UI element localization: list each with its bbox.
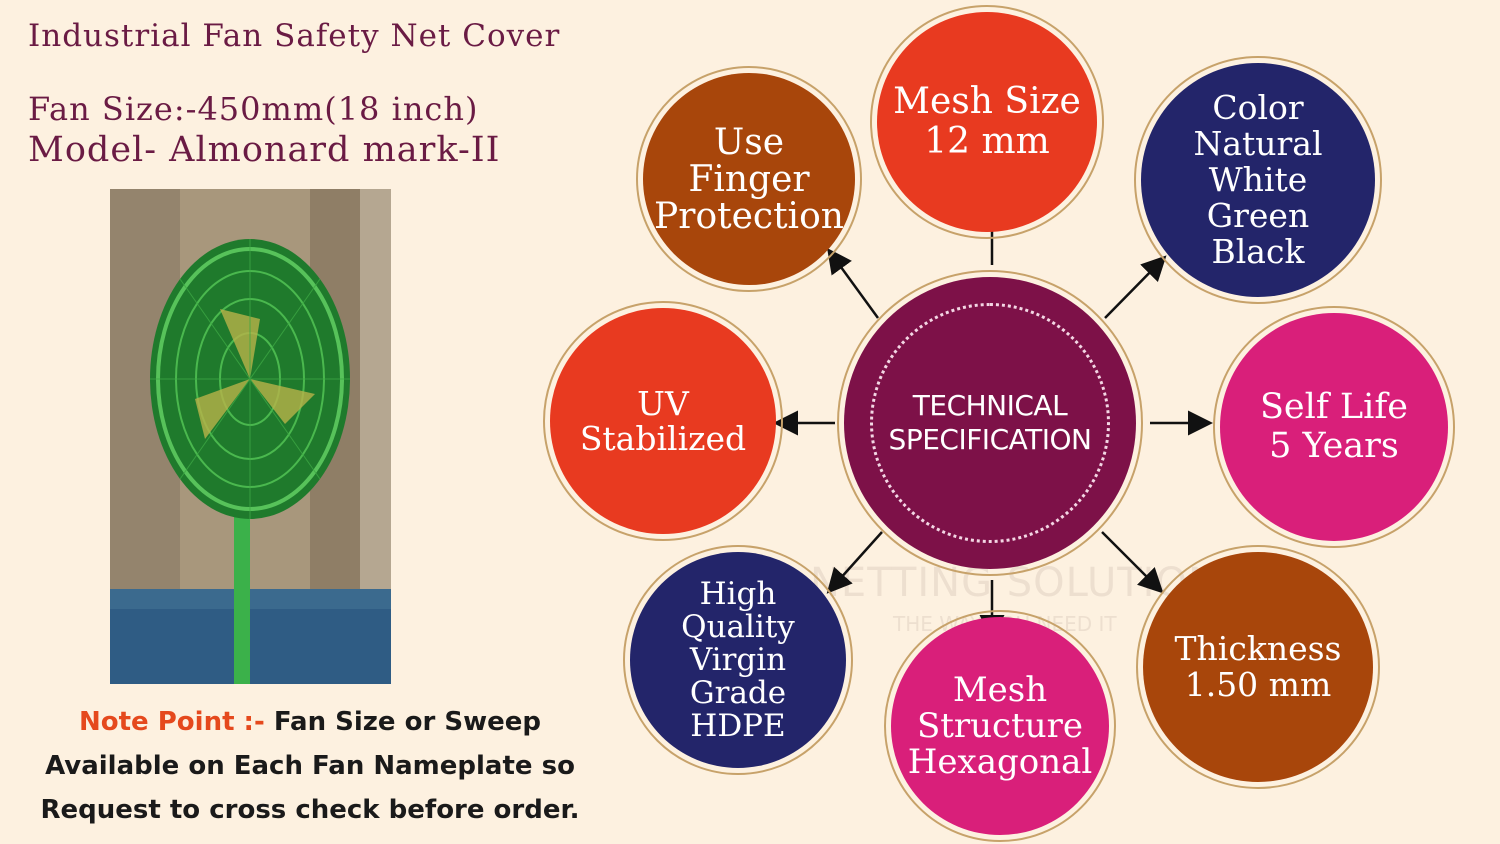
technical-specification-hub: TECHNICAL SPECIFICATION — [837, 270, 1143, 576]
spec-bubble-mesh-size: Mesh Size 12 mm — [870, 5, 1104, 239]
note-label: Note Point :- — [79, 707, 265, 737]
spec-bubble-finger-protection: Use Finger Protection — [636, 66, 862, 292]
arrow-thickness — [1101, 531, 1164, 594]
spec-bubble-mesh-structure: Mesh Structure Hexagonal — [884, 610, 1116, 842]
arrow-color — [1104, 255, 1167, 319]
spec-bubble-thickness: Thickness 1.50 mm — [1136, 545, 1380, 789]
note-block: Note Point :- Fan Size or Sweep Availabl… — [0, 700, 620, 832]
fan-size-text: Fan Size:-450mm(18 inch) — [28, 90, 479, 128]
note-line-1: Fan Size or Sweep — [273, 707, 541, 737]
model-text: Model- Almonard mark-II — [28, 130, 501, 170]
spec-bubble-hdpe: High Quality Virgin Grade HDPE — [623, 545, 853, 775]
spec-bubble-uv-stabilized: UV Stabilized — [543, 301, 783, 541]
arrow-finger — [827, 247, 880, 319]
arrow-hdpe — [826, 531, 883, 594]
spec-bubble-self-life: Self Life 5 Years — [1213, 306, 1455, 548]
spec-bubble-color: Color Natural White Green Black — [1134, 56, 1382, 304]
product-title: Industrial Fan Safety Net Cover — [28, 18, 561, 54]
note-line-3: Request to cross check before order. — [40, 795, 580, 825]
product-photo — [110, 189, 391, 684]
note-line-2: Available on Each Fan Nameplate so — [45, 751, 575, 781]
